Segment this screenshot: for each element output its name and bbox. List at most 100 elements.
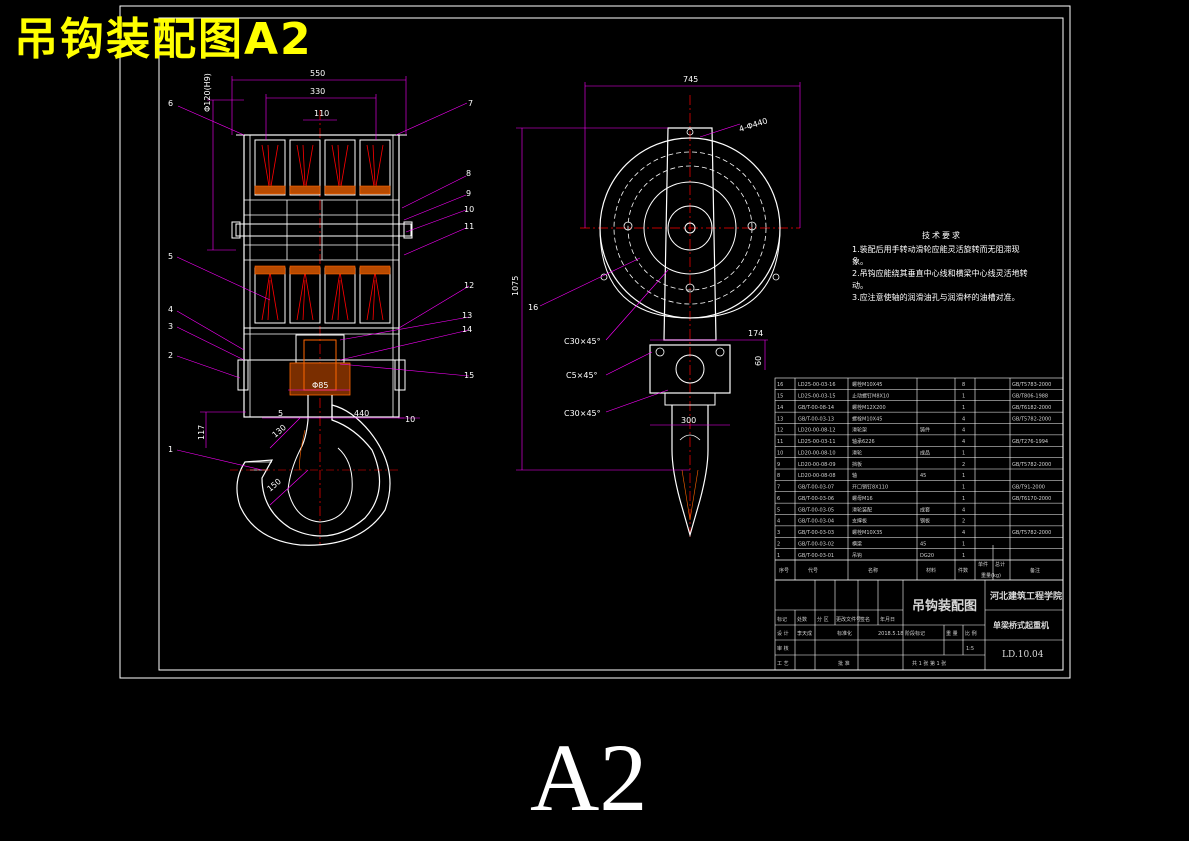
technical-notes-title: 技术要求 <box>922 231 962 240</box>
bom-cell: GB/T5783-2000 <box>1012 382 1051 388</box>
bom-cell: 成品 <box>920 449 930 456</box>
bom-cell: 轴承6226 <box>852 438 875 445</box>
side-view: 745 4-Φ440 1075 174 60 300 C30×45° C5×45… <box>511 75 801 538</box>
bom-cell: LD25-00-03-16 <box>798 382 836 388</box>
bom-cell: 8 <box>777 473 780 479</box>
bom-cell: 2 <box>962 519 965 525</box>
inner-frame <box>158 17 1064 671</box>
dim-330: 330 <box>310 87 325 96</box>
bom-cell: 滑轮架 <box>852 427 867 434</box>
chamfer-c30-top: C30×45° <box>564 337 601 346</box>
part-label-14: 14 <box>462 325 472 334</box>
bom-header-total: 总计 <box>995 561 1005 568</box>
bom-cell: 1 <box>962 541 965 547</box>
bom-cell: 1 <box>962 405 965 411</box>
bom-header-name: 名称 <box>868 567 878 574</box>
bom-cell: GB/T-00-03-07 <box>798 485 834 491</box>
bom-cell: 1 <box>962 553 965 559</box>
bom-cell: LD20-00-08-12 <box>798 428 836 434</box>
dim-5: 5 <box>278 409 283 418</box>
part-label-13: 13 <box>462 311 472 320</box>
bom-cell: 14 <box>777 405 783 411</box>
part-label-2: 2 <box>168 351 173 360</box>
bom-cell: 9 <box>777 462 780 468</box>
chamfer-c30-bottom: C30×45° <box>564 409 601 418</box>
bom-cell: GB/T91-2000 <box>1012 485 1045 491</box>
bom-cell: 轴 <box>852 472 857 479</box>
front-view: 550 330 110 Φ120(H9) 440 Φ85 5 117 130 1… <box>168 69 474 546</box>
bom-cell: 4 <box>962 416 965 422</box>
bom-cell: 4 <box>962 530 965 536</box>
title-block <box>774 579 1064 671</box>
bom-cell: DG20 <box>920 553 934 559</box>
bom-cell: 1 <box>777 553 780 559</box>
part-label-5: 5 <box>168 252 173 261</box>
dim-150: 150 <box>266 477 283 494</box>
bom-header: 序号 代号 名称 材料 件数 单件 总计 备注 重量(kg) <box>779 561 1040 579</box>
dim-10: 10 <box>405 415 415 424</box>
dim-phi85: Φ85 <box>312 381 328 390</box>
bom-cell: 3 <box>777 530 780 536</box>
tb-machine: 单梁桥式起重机 <box>993 620 1049 630</box>
tb-scale: 1:5 <box>966 646 974 652</box>
tb-label-weight: 重 量 <box>946 630 958 637</box>
bom-cell: 钢板 <box>920 518 930 525</box>
outer-frame <box>119 5 1071 679</box>
bom-cell: 4 <box>962 428 965 434</box>
bom-cell: 挡板 <box>852 461 862 468</box>
bom-cell: 11 <box>777 439 783 445</box>
bom-cell: 4 <box>962 507 965 513</box>
technical-note-1: 1.装配后用手转动滑轮应能灵活旋转而无阻滞现象。 <box>852 245 1020 266</box>
tb-label-zone: 分 区 <box>817 616 829 623</box>
hook-outline <box>236 404 391 546</box>
dim-phi120: Φ120(H9) <box>203 73 212 112</box>
bom-cell: GB/T5782-2000 <box>1012 416 1051 422</box>
part-label-12: 12 <box>464 281 474 290</box>
bom-cell: 螺栓M10X35 <box>852 529 882 536</box>
bom-cell: LD25-00-03-15 <box>798 394 836 400</box>
bom-cell: 吊钩 <box>852 552 862 559</box>
bom-cell: 16 <box>777 382 783 388</box>
technical-note-2: 2.吊钩应能绕其垂直中心线和横梁中心线灵活地转动。 <box>852 269 1028 290</box>
bom-cell: 螺栓M10X45 <box>852 381 882 388</box>
bom-cell: GB/T-00-03-06 <box>798 496 834 502</box>
bom-cell: 5 <box>777 507 780 513</box>
tb-date: 2018.5.18 <box>878 631 903 637</box>
dim-130: 130 <box>271 423 288 440</box>
tb-label-mark: 标记 <box>777 616 787 623</box>
tb-drawing-name: 吊钩装配图 <box>912 599 978 614</box>
bom-cell: 滑轮装配 <box>852 506 872 513</box>
dim-60: 60 <box>754 356 763 366</box>
tb-label-change: 更改文件号 <box>836 616 861 623</box>
bom-weight-label: 重量(kg) <box>981 572 1001 579</box>
bom-cell: 15 <box>777 394 783 400</box>
tb-label-standard: 标准化 <box>837 630 852 637</box>
dim-550: 550 <box>310 69 325 78</box>
bom-cell: 2 <box>777 541 780 547</box>
tb-label-process: 工 艺 <box>777 661 789 667</box>
part-label-11: 11 <box>464 222 474 231</box>
tb-label-date: 年月日 <box>880 616 895 623</box>
bom-cell: LD20-00-08-09 <box>798 462 836 468</box>
technical-notes: 技术要求 1.装配后用手转动滑轮应能灵活旋转而无阻滞现象。 2.吊钩应能绕其垂直… <box>852 230 1032 304</box>
bom-cell: 螺栓M12X200 <box>852 404 886 411</box>
bom-cell: 45 <box>920 541 926 547</box>
part-label-16: 16 <box>528 303 538 312</box>
dim-440: 440 <box>354 409 369 418</box>
bom-cell: 4 <box>962 439 965 445</box>
bom-cell: GB/T-00-03-05 <box>798 507 834 513</box>
bom-cell: 12 <box>777 428 783 434</box>
bom-cell: 1 <box>962 450 965 456</box>
tb-drawing-no: LD.10.04 <box>1002 650 1044 660</box>
sheet-size-watermark: A2 <box>530 724 648 831</box>
bom-header-remark: 备注 <box>1030 567 1040 574</box>
bom-cell: GB/T6182-2000 <box>1012 405 1051 411</box>
bom-cell: 45 <box>920 473 926 479</box>
bom-cell: GB/T5782-2000 <box>1012 530 1051 536</box>
bom-cell: 6 <box>777 496 780 502</box>
bom-cell: 成套 <box>920 506 930 513</box>
tb-label-sign: 签名 <box>860 616 870 623</box>
part-label-15: 15 <box>464 371 474 380</box>
